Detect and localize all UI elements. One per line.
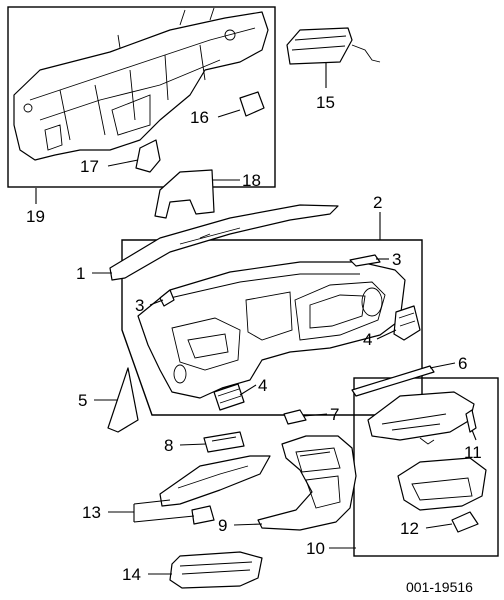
group-frame-15 [7,6,276,188]
part-9-center-console [257,435,357,531]
callout-3-left: 3 [135,296,144,315]
callout-4-center: 4 [258,376,267,395]
callout-12: 12 [400,519,419,538]
part-3-cover-right [349,254,381,267]
leader-lines [35,62,477,575]
callout-11: 11 [464,443,482,462]
part-4-vent-right [393,305,421,341]
callout-8: 8 [164,436,173,455]
cross-car-beam [13,7,269,161]
part-12-lock [451,511,479,533]
callout-15: 19 [26,207,45,226]
part-17-duct [135,139,161,173]
part-4-vent-center [213,383,245,411]
callout-18: 18 [242,171,261,190]
part-5-end-panel [107,367,139,433]
part-19-airbag-module [286,27,381,65]
callout-5: 5 [78,391,87,410]
part-7-clip [283,409,307,425]
callout-19: 15 [316,93,335,112]
callout-1: 1 [76,264,85,283]
callout-labels: 19 16 17 18 15 2 1 3 3 4 4 5 6 7 8 11 13… [26,93,482,584]
callout-9: 9 [218,516,227,535]
part-16-bracket [239,91,265,117]
part-14-lower-bracket [169,551,263,589]
part-6-trim-strip [351,365,435,397]
part-8-bezel [203,431,245,453]
callout-2: 2 [373,193,382,212]
instrument-panel [137,261,406,399]
part-18-bracket [154,169,215,219]
callout-6: 6 [458,354,467,373]
callout-14: 14 [122,565,141,584]
part-10-glove-box-door [367,391,475,445]
part-1-top-cover [109,204,339,281]
callout-7: 7 [330,405,339,424]
callout-10: 10 [306,539,325,558]
part-13-knee-panel [159,455,271,525]
part-10-glove-box-bin [397,457,487,511]
callout-17: 17 [80,157,99,176]
callout-13: 13 [82,503,101,522]
part-3-cover-left [159,289,175,307]
callout-4-right: 4 [363,330,372,349]
reference-code: 001-19516 [406,579,473,595]
part-11-latch [465,409,477,433]
callout-3-right: 3 [392,250,401,269]
callout-16: 16 [190,108,209,127]
